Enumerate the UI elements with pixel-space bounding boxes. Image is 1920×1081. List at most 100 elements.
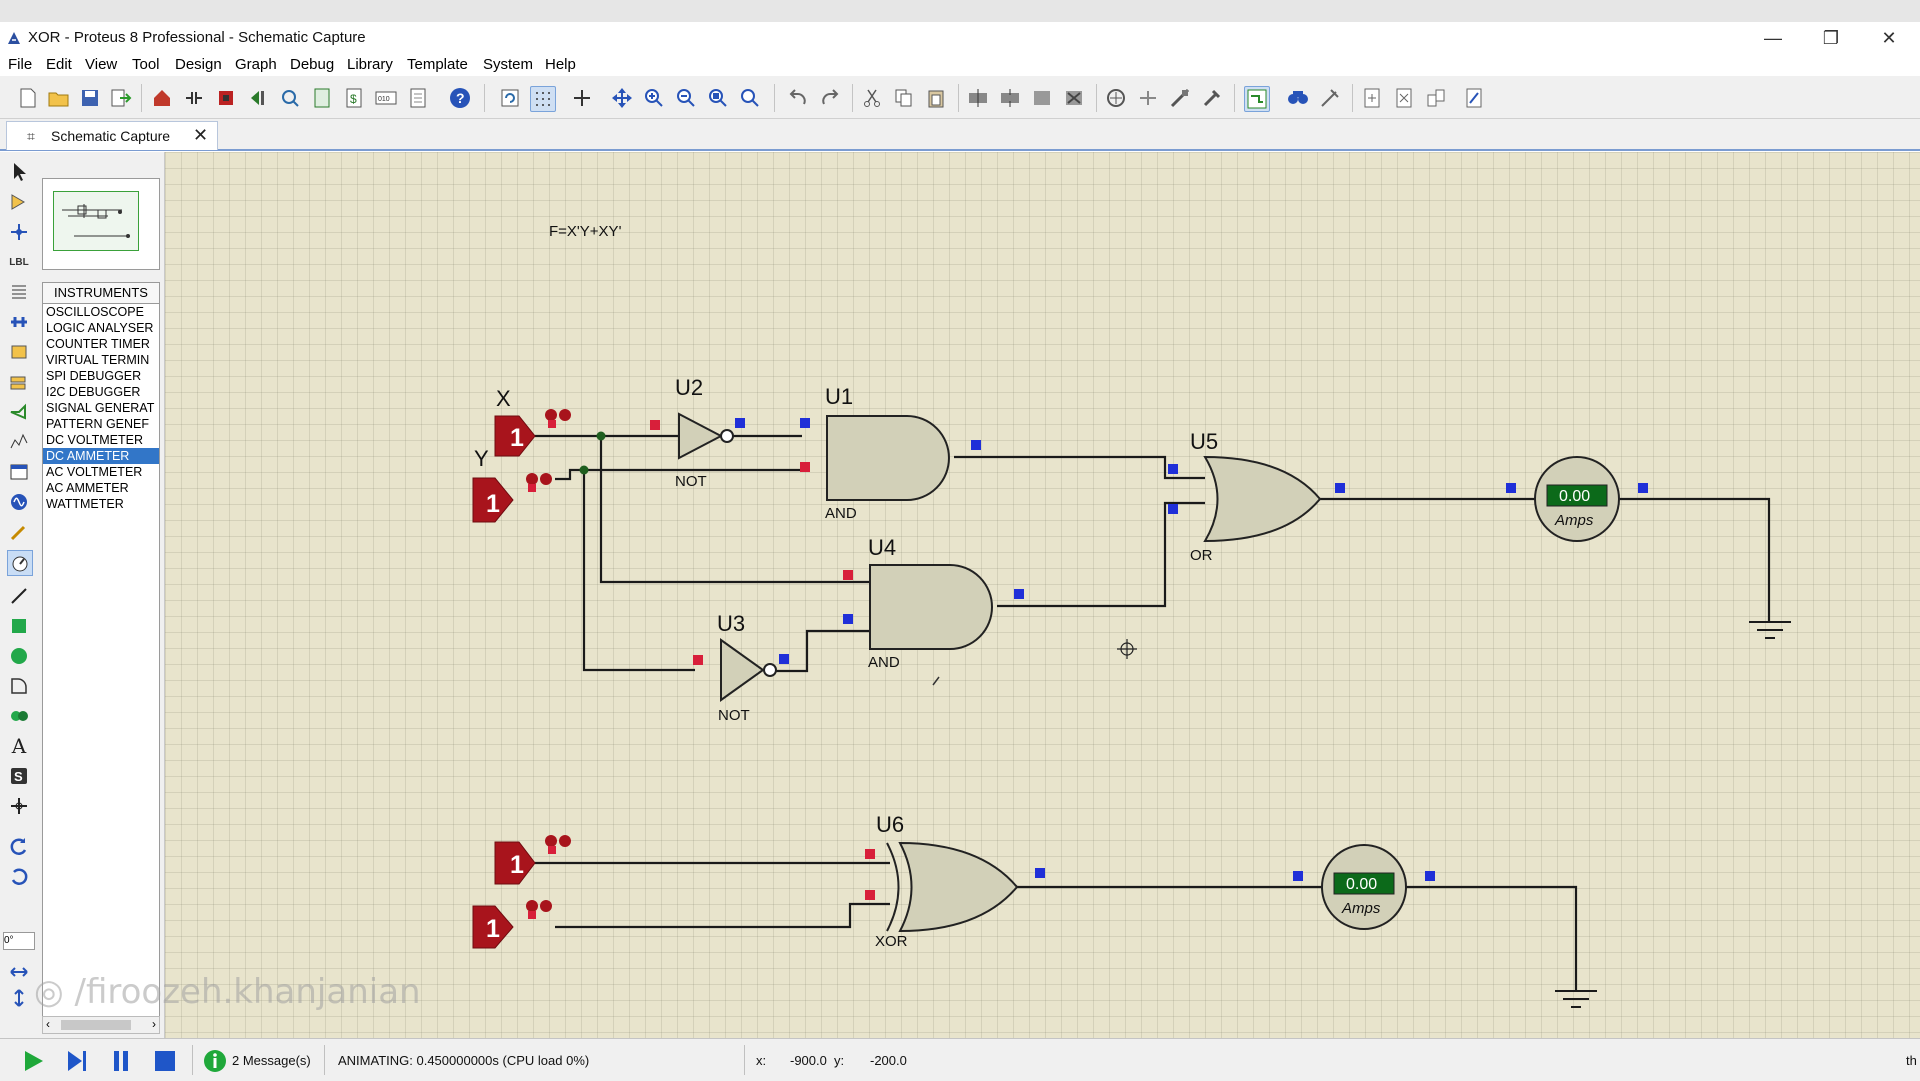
info-icon[interactable] (202, 1048, 228, 1074)
restore-button[interactable]: ❐ (1808, 22, 1854, 54)
scroll-thumb[interactable] (61, 1020, 131, 1030)
minimize-button[interactable]: — (1750, 22, 1796, 54)
play-button[interactable] (20, 1048, 46, 1074)
list-item[interactable]: LOGIC ANALYSER (46, 321, 154, 335)
close-window-button[interactable]: ✕ (1866, 22, 1912, 54)
paste-icon[interactable] (924, 86, 948, 110)
virtual-instruments-mode-icon[interactable] (7, 550, 33, 576)
rotate-anticlockwise-icon[interactable] (7, 864, 31, 888)
menu-system[interactable]: System (483, 56, 534, 73)
list-item[interactable]: DC VOLTMETER (46, 433, 143, 447)
terminals-mode-icon[interactable] (7, 370, 31, 394)
messages-count[interactable]: 2 Message(s) (232, 1053, 311, 1068)
not-gate-u2[interactable]: U2 NOT (650, 375, 745, 490)
pause-button[interactable] (108, 1048, 134, 1074)
marker-tool-icon[interactable] (7, 794, 31, 818)
probe-mode-icon[interactable] (7, 520, 31, 544)
block-rotate-icon[interactable] (1030, 86, 1054, 110)
horizontal-scrollbar[interactable]: ‹ › (42, 1016, 160, 1034)
and-gate-u1[interactable]: U1 AND (800, 384, 981, 522)
new-sheet-icon[interactable] (1360, 86, 1384, 110)
search-icon[interactable] (1286, 86, 1310, 110)
list-item[interactable]: WATTMETER (46, 497, 124, 511)
menu-graph[interactable]: Graph (235, 56, 277, 73)
cost-icon[interactable]: $ (342, 86, 366, 110)
mirror-horizontal-icon[interactable] (7, 960, 31, 984)
stop-button[interactable] (152, 1048, 178, 1074)
make-device-icon[interactable] (1136, 86, 1160, 110)
device-pins-mode-icon[interactable] (7, 400, 31, 424)
menu-template[interactable]: Template (407, 56, 468, 73)
help-icon[interactable]: ? (448, 86, 472, 110)
notes-icon[interactable] (406, 86, 430, 110)
menu-tool[interactable]: Tool (132, 56, 160, 73)
wire-autorouter-icon[interactable] (1244, 86, 1270, 112)
import-icon[interactable] (109, 86, 133, 110)
copy-icon[interactable] (892, 86, 916, 110)
zoom-in-icon[interactable] (642, 86, 666, 110)
not-gate-u3[interactable]: U3 NOT (693, 611, 789, 724)
list-item[interactable]: AC AMMETER (46, 481, 129, 495)
list-item[interactable]: PATTERN GENEF (46, 417, 150, 431)
rotate-clockwise-icon[interactable] (7, 834, 31, 858)
pcb-icon[interactable] (214, 86, 238, 110)
new-file-icon[interactable] (16, 86, 40, 110)
save-icon[interactable] (78, 86, 102, 110)
menu-debug[interactable]: Debug (290, 56, 335, 73)
list-item[interactable]: OSCILLOSCOPE (46, 305, 144, 319)
exit-parent-icon[interactable] (1424, 86, 1448, 110)
scroll-right-icon[interactable]: › (152, 1017, 156, 1031)
decompose-icon[interactable] (1200, 86, 1224, 110)
rotation-angle-field[interactable]: 0° (3, 932, 35, 950)
arc-tool-icon[interactable] (7, 674, 31, 698)
list-item-selected[interactable]: DC AMMETER (43, 448, 159, 464)
zoom-out-icon[interactable] (674, 86, 698, 110)
dc-ammeter[interactable]: 0.00 Amps (1293, 844, 1435, 930)
list-item[interactable]: COUNTER TIMER (46, 337, 150, 351)
component-mode-icon[interactable] (7, 190, 31, 214)
circle-tool-icon[interactable] (7, 644, 31, 668)
property-assign-icon[interactable] (1318, 86, 1342, 110)
generator-mode-icon[interactable] (7, 490, 31, 514)
list-item[interactable]: I2C DEBUGGER (46, 385, 141, 399)
schematic-drawing[interactable]: F=X'Y+XY' (165, 152, 1920, 1038)
text-script-mode-icon[interactable] (7, 280, 31, 304)
logic-state-input[interactable]: 1 Y (472, 446, 552, 523)
block-copy-icon[interactable] (966, 86, 990, 110)
zoom-all-icon[interactable] (706, 86, 730, 110)
remove-sheet-icon[interactable] (1392, 86, 1416, 110)
block-delete-icon[interactable] (1062, 86, 1086, 110)
subcircuit-mode-icon[interactable] (7, 340, 31, 364)
scroll-left-icon[interactable]: ‹ (46, 1017, 50, 1031)
and-gate-u4[interactable]: U4 AND (843, 535, 1024, 671)
logic-state-input[interactable]: 1 X (494, 386, 571, 457)
open-folder-icon[interactable] (47, 86, 71, 110)
packaging-icon[interactable] (1168, 86, 1192, 110)
zoom-area-icon[interactable] (738, 86, 762, 110)
origin-icon[interactable] (570, 86, 594, 110)
design-explorer-icon[interactable]: 010 (374, 86, 398, 110)
home-icon[interactable] (150, 86, 174, 110)
list-item[interactable]: VIRTUAL TERMIN (46, 353, 150, 367)
step-button[interactable] (64, 1048, 90, 1074)
list-item[interactable]: SIGNAL GENERAT (46, 401, 155, 415)
gallery-icon[interactable] (278, 86, 302, 110)
cut-icon[interactable] (860, 86, 884, 110)
bom-icon[interactable] (310, 86, 334, 110)
schematic-icon[interactable] (182, 86, 206, 110)
path-tool-icon[interactable] (7, 704, 31, 728)
logic-state-input[interactable]: 1 (472, 900, 552, 949)
symbol-tool-icon[interactable]: S (7, 764, 31, 788)
menu-design[interactable]: Design (175, 56, 222, 73)
text-tool-icon[interactable]: A (11, 734, 27, 758)
or-gate-u5[interactable]: U5 OR (1168, 429, 1345, 564)
electrical-rule-check-icon[interactable] (1462, 86, 1486, 110)
refresh-icon[interactable] (498, 86, 522, 110)
list-item[interactable]: AC VOLTMETER (46, 465, 143, 479)
menu-file[interactable]: File (8, 56, 33, 73)
dc-ammeter[interactable]: 0.00 Amps (1506, 456, 1648, 542)
simulation-icon[interactable] (246, 86, 270, 110)
pick-device-icon[interactable] (1104, 86, 1128, 110)
pan-icon[interactable] (610, 86, 634, 110)
menu-help[interactable]: Help (545, 56, 576, 73)
